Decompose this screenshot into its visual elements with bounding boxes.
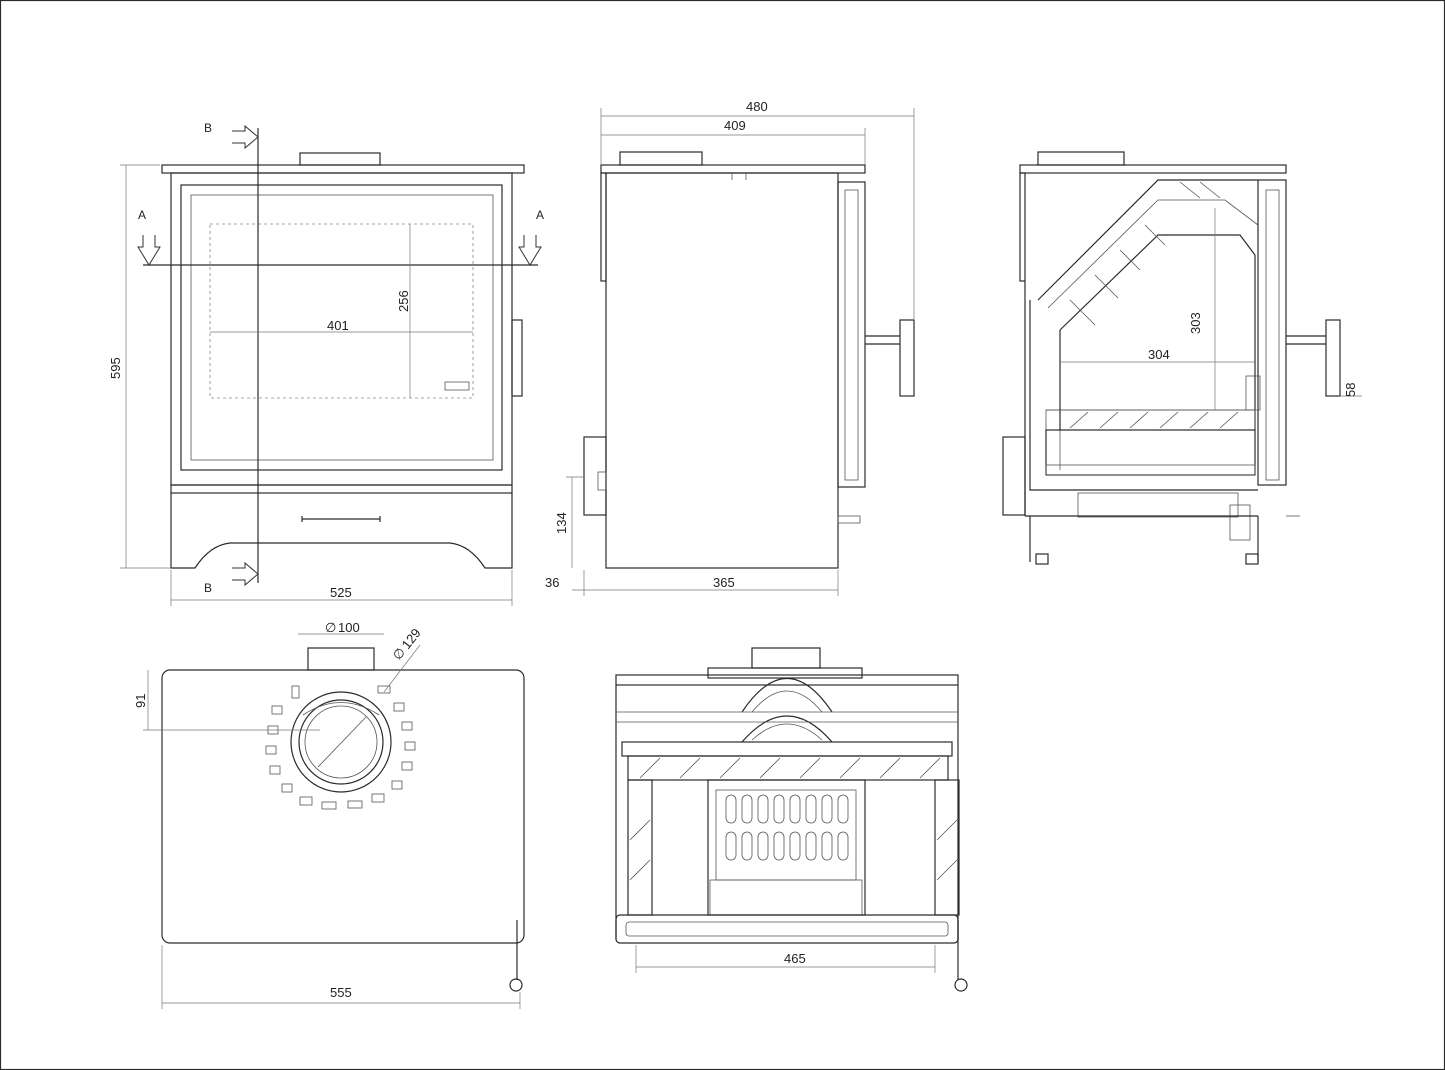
front-view [143,128,538,583]
section-inner-height-label: 303 [1188,312,1203,334]
front-height-label: 595 [108,357,123,379]
top-flue-offset-label: 91 [133,694,148,708]
rear-inner-width-label: 465 [784,951,806,966]
top-collar-diameter-label: 129 [399,626,424,652]
front-width-label: 525 [330,585,352,600]
front-glass-height-label: 256 [396,290,411,312]
section-a-label-right: A [536,208,544,222]
cross-section-view [1002,151,1341,565]
front-dimensions [120,164,513,606]
section-inner-depth-label: 304 [1148,347,1170,362]
top-flue-diameter-label: 100 [338,620,360,635]
section-b-markers: B B [204,121,259,595]
side-view [583,151,915,569]
side-outlet-height-label: 134 [554,512,569,534]
top-view [161,647,525,992]
side-overall-depth-label: 480 [746,99,768,114]
section-dimensions [1060,208,1362,410]
side-dimensions [566,108,915,596]
side-rear-offset-label: 36 [545,575,559,590]
top-flue-diameter-symbol: ∅ [325,620,336,635]
top-dimensions [143,633,521,1009]
side-body-depth-label: 409 [724,118,746,133]
section-handle-offset-label: 58 [1343,383,1358,397]
section-b-label-bottom: B [204,581,212,595]
section-a-markers: A A [137,208,544,266]
front-glass-width-label: 401 [327,318,349,333]
top-width-label: 555 [330,985,352,1000]
section-b-label-top: B [204,121,212,135]
section-a-label-left: A [138,208,146,222]
rear-section-view [615,647,968,992]
rear-dimensions [635,945,936,973]
side-base-depth-label: 365 [713,575,735,590]
